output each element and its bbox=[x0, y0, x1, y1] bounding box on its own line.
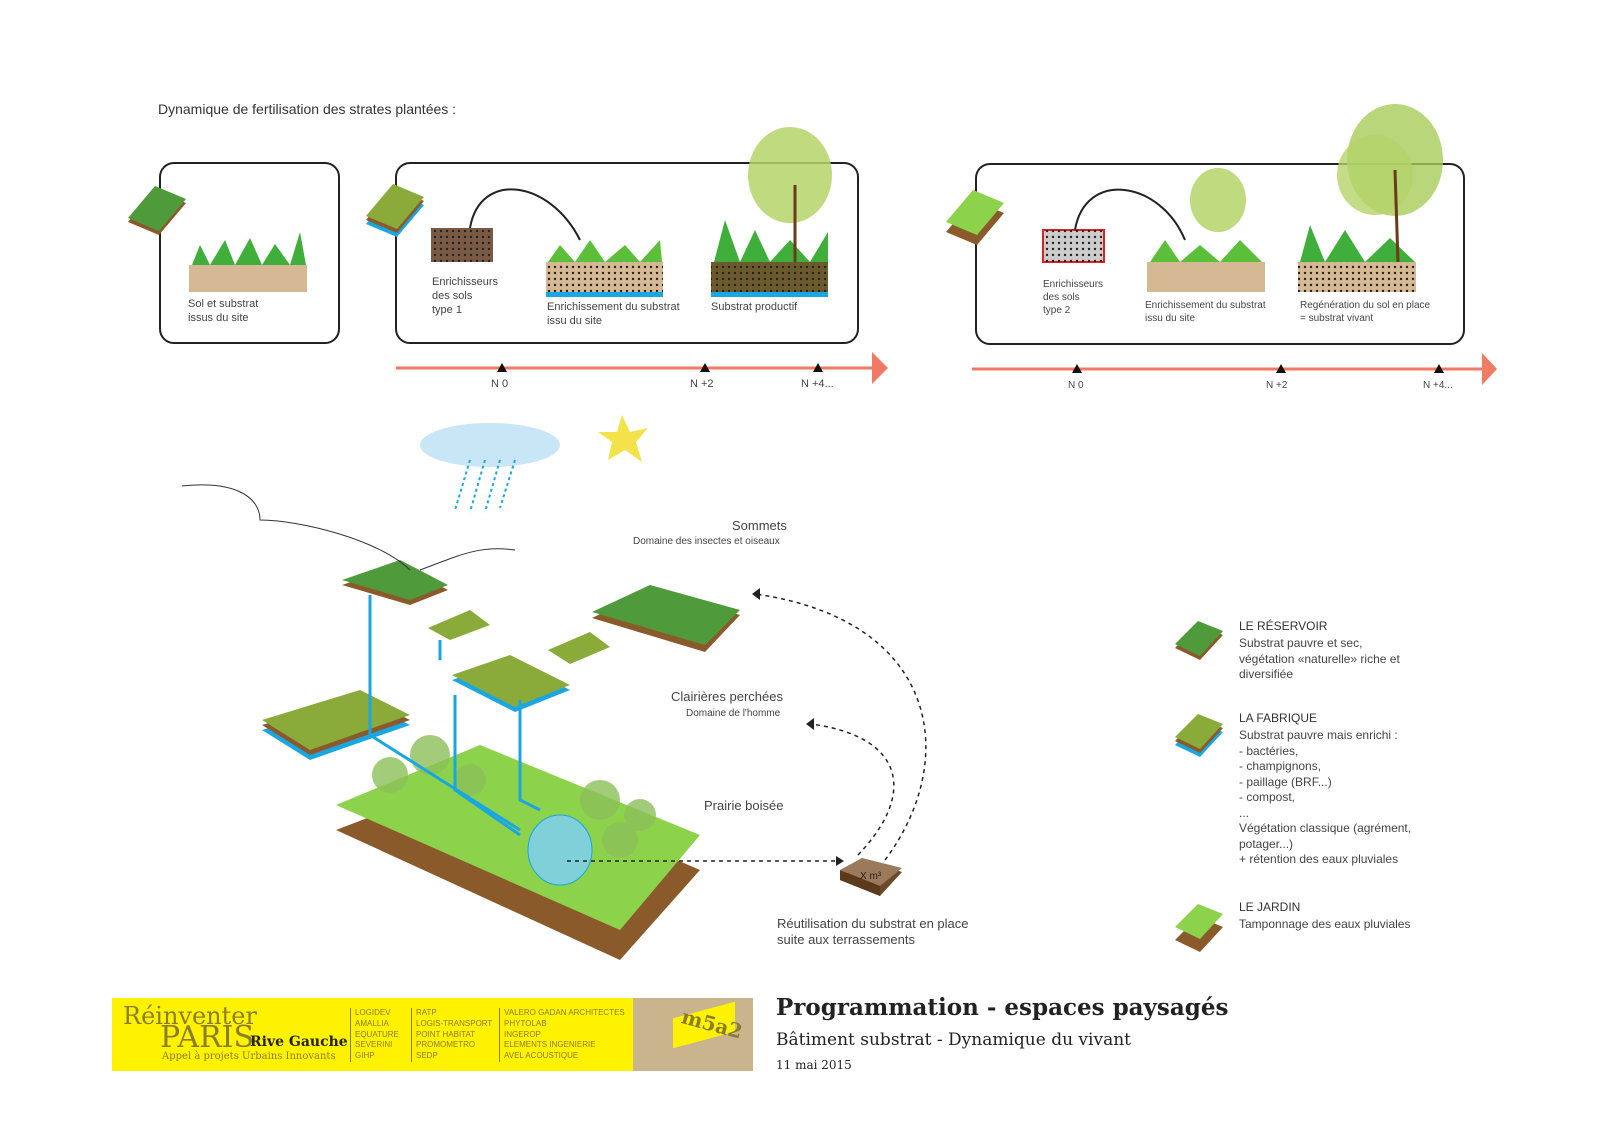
timeline1-tick-n4: N +4... bbox=[801, 378, 834, 390]
panel2-step2-label: Substrat productif bbox=[711, 301, 798, 313]
brand-rive-gauche: Rive Gauche bbox=[250, 1034, 348, 1050]
partners-col-1: LOGIDEV AMALLIA EQUATURE SEVERINI GIHP bbox=[350, 1008, 399, 1062]
legend-jardin: LE JARDIN Tamponnage des eaux pluviales bbox=[1239, 900, 1410, 933]
sun-icon bbox=[598, 415, 648, 462]
partners-col-3: VALERO GADAN ARCHITECTES PHYTOLAB INGERO… bbox=[499, 1008, 625, 1062]
timeline-1 bbox=[396, 352, 888, 384]
cloud-icon bbox=[420, 423, 560, 467]
label-clairieres: Clairières perchées bbox=[671, 689, 783, 704]
footer-banner: Réinventer PARIS Rive Gauche Appel à pro… bbox=[112, 998, 753, 1071]
legend-text: Substrat pauvre mais enrichi : - bactéri… bbox=[1239, 728, 1412, 866]
doc-title: Programmation - espaces paysagés bbox=[776, 994, 1229, 1021]
panel2-enrich-label: Enrichisseurs des sols type 1 bbox=[432, 276, 499, 316]
timeline-2 bbox=[972, 353, 1497, 385]
panel2-step1-label: Enrichissement du substrat issu du site bbox=[547, 301, 680, 327]
fabrique-tile-icon bbox=[366, 184, 424, 237]
rain-icon bbox=[454, 459, 516, 513]
timeline1-tick-n0: N 0 bbox=[491, 378, 509, 390]
legend-text: Substrat pauvre et sec, végétation «natu… bbox=[1239, 636, 1400, 681]
m5a2-logo: m5a2 bbox=[633, 998, 753, 1071]
legend-fabrique-icon bbox=[1175, 714, 1223, 757]
brand-subtitle: Appel à projets Urbains Innovants bbox=[162, 1051, 336, 1062]
panel3-enrich-label: Enrichisseurs des sols type 2 bbox=[1043, 279, 1104, 316]
panel-frame-2 bbox=[395, 162, 859, 344]
label-clairieres-sub: Domaine de l'homme bbox=[686, 708, 781, 719]
jardin-tile-icon bbox=[946, 190, 1004, 245]
page-heading: Dynamique de fertilisation des strates p… bbox=[158, 101, 457, 117]
doc-date: 11 mai 2015 bbox=[776, 1058, 852, 1072]
legend-reservoir-icon bbox=[1175, 621, 1223, 660]
legend-reservoir: LE RÉSERVOIR Substrat pauvre et sec, végé… bbox=[1239, 619, 1400, 683]
timeline1-tick-n2: N +2 bbox=[690, 378, 714, 390]
substrate-volume-box bbox=[840, 858, 902, 896]
legend-title: LE JARDIN bbox=[1239, 900, 1301, 914]
timeline2-tick-n2: N +2 bbox=[1266, 380, 1288, 391]
legend-title: LA FABRIQUE bbox=[1239, 711, 1318, 725]
label-sommets-sub: Domaine des insectes et oiseaux bbox=[633, 536, 780, 547]
panel3-step2-label: Regénération du sol en place = substrat … bbox=[1300, 300, 1431, 324]
panel-frame-1 bbox=[159, 162, 340, 344]
legend-jardin-icon bbox=[1175, 904, 1223, 952]
panel1-label: Sol et substrat issus du site bbox=[188, 298, 259, 324]
legend-title: LE RÉSERVOIR bbox=[1239, 619, 1328, 633]
timeline2-tick-n4: N +4... bbox=[1423, 380, 1453, 391]
legend-text: Tamponnage des eaux pluviales bbox=[1239, 917, 1411, 931]
partners-col-2: RATP LOGIS-TRANSPORT POINT HABITAT PROMO… bbox=[411, 1008, 492, 1062]
legend-fabrique: LA FABRIQUE Substrat pauvre mais enrichi … bbox=[1239, 711, 1411, 868]
brand-paris: PARIS bbox=[160, 1020, 255, 1055]
doc-subtitle: Bâtiment substrat - Dynamique du vivant bbox=[776, 1030, 1131, 1050]
panel-frame-3 bbox=[975, 163, 1465, 345]
reservoir-tile-icon bbox=[128, 186, 186, 235]
brand-reinventer: Réinventer bbox=[123, 1002, 257, 1030]
label-prairie: Prairie boisée bbox=[704, 798, 784, 813]
label-reuse: Réutilisation du substrat en place suite… bbox=[777, 916, 969, 947]
panel3-step1-label: Enrichissement du substrat issu du site bbox=[1145, 300, 1266, 324]
label-volume: X m³ bbox=[860, 871, 882, 882]
timeline2-tick-n0: N 0 bbox=[1068, 380, 1084, 391]
label-sommets: Sommets bbox=[732, 518, 787, 533]
